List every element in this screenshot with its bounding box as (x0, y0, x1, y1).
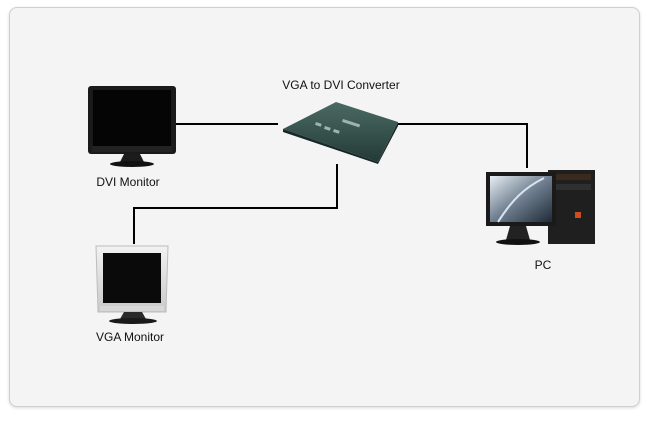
vga-monitor-label: VGA Monitor (95, 330, 165, 344)
pc-label: PC (534, 258, 552, 272)
cables (133, 123, 528, 244)
cable-converter-to-vga-monitor (133, 164, 338, 244)
dvi-monitor-label: DVI Monitor (96, 175, 160, 189)
converter-label: VGA to DVI Converter (282, 78, 400, 92)
cable-converter-to-pc (398, 123, 528, 168)
desktop-pc-icon (486, 170, 595, 245)
lcd-monitor-icon (88, 86, 176, 167)
converter-box-icon (283, 102, 398, 164)
crt-monitor-icon (95, 245, 169, 324)
